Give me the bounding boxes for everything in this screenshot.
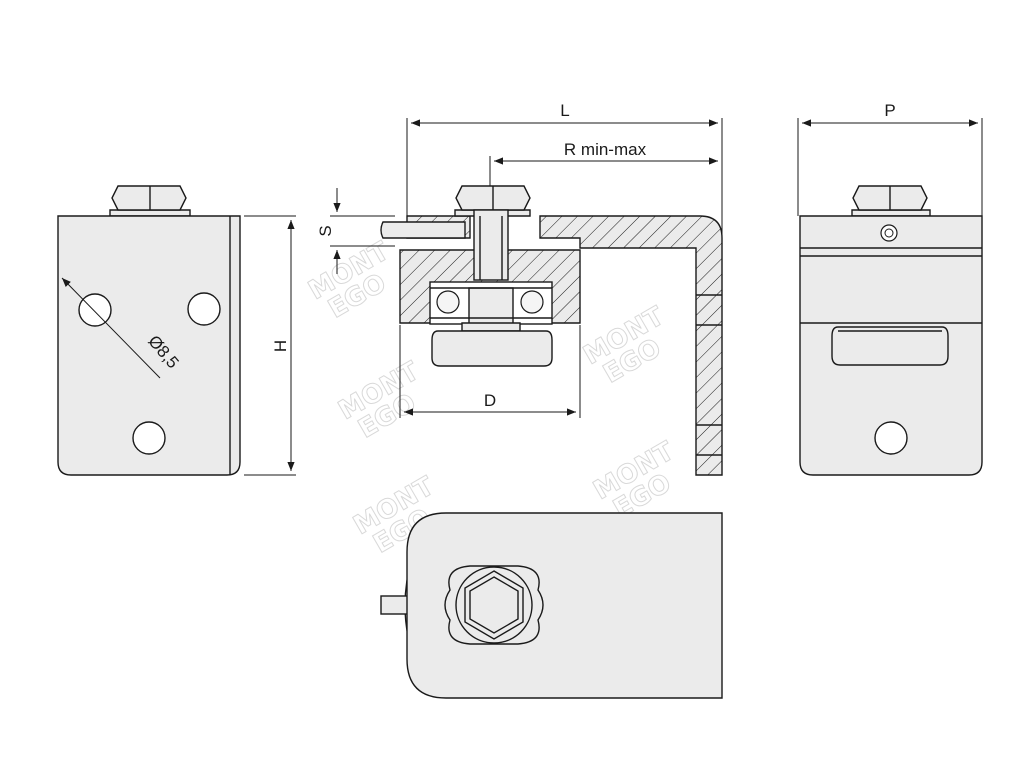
length-label: L xyxy=(560,101,569,120)
bracket-body xyxy=(57,215,241,476)
depth-label: P xyxy=(884,101,895,120)
diameter-leader xyxy=(61,277,161,379)
wheel-hub xyxy=(461,322,521,332)
roller-wheel xyxy=(431,330,553,367)
bearing-ball xyxy=(436,290,460,314)
bolt-shank xyxy=(473,209,509,281)
diameter-label: D xyxy=(484,391,496,410)
bracket-section xyxy=(539,215,723,476)
mounting-hole xyxy=(874,421,908,455)
mounting-hole xyxy=(132,421,166,455)
section-view: L R min-max S xyxy=(316,101,723,476)
bearing-ball xyxy=(520,290,544,314)
spacing-label: S xyxy=(316,225,335,236)
hex-bolt-head xyxy=(464,570,524,640)
washer xyxy=(851,209,931,217)
roller-wheel xyxy=(831,326,949,366)
hex-bolt-head xyxy=(111,185,187,211)
adjusting-pin xyxy=(380,595,410,615)
right-view: P xyxy=(797,101,983,476)
mounting-hole xyxy=(187,292,221,326)
bottom-view xyxy=(380,512,723,699)
bracket-body xyxy=(406,512,723,699)
range-label: R min-max xyxy=(564,140,647,159)
height-label: H xyxy=(271,340,290,352)
pin-hole xyxy=(880,224,898,242)
left-view: Ø8,5 H xyxy=(57,185,296,476)
washer xyxy=(109,209,191,217)
adjusting-pin xyxy=(380,221,466,239)
mounting-hole xyxy=(78,293,112,327)
